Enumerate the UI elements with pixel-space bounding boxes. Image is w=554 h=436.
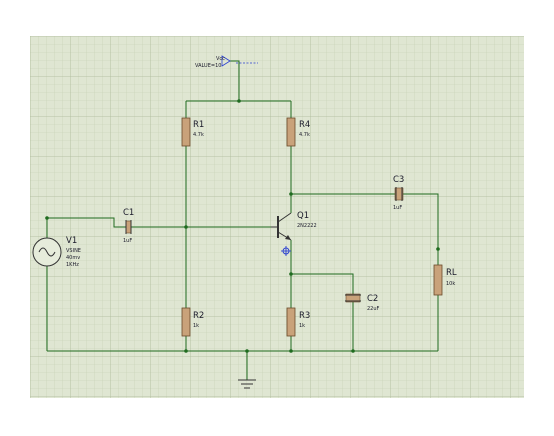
transistor-q1[interactable]: Q1 2N2222 [271, 211, 317, 241]
v1-type: VSINE [66, 248, 81, 254]
sine-wave-icon [38, 247, 56, 257]
resistor-r2[interactable]: R2 1k [181, 307, 204, 337]
capacitor-c1[interactable]: C1 1uF [123, 208, 134, 244]
resistor-r4[interactable]: R4 4.7k [286, 117, 310, 147]
v1-name: V1 [66, 236, 77, 246]
c3-name: C3 [393, 175, 404, 185]
r1-value: 4.7k [193, 132, 204, 138]
c1-name: C1 [123, 208, 134, 218]
sine-source-v1[interactable]: V1 VSINE 40mv 1KHz [32, 236, 81, 268]
r3-name: R3 [299, 311, 310, 321]
r3-value: 1k [299, 323, 305, 329]
c1-value: 1uF [123, 238, 132, 244]
vcc-terminal[interactable]: Vcc VALUE=10 [195, 55, 258, 69]
capacitor-c3[interactable]: C3 1uF [393, 175, 404, 211]
q1-value: 2N2222 [297, 223, 317, 229]
r4-name: R4 [299, 120, 310, 130]
junction-dots [45, 99, 440, 353]
q1-name: Q1 [297, 211, 309, 221]
r2-value: 1k [193, 323, 199, 329]
rl-name: RL [446, 268, 457, 278]
c3-value: 1uF [393, 205, 402, 211]
v1-frequency: 1KHz [66, 262, 79, 268]
c2-name: C2 [367, 294, 378, 304]
r4-value: 4.7k [299, 132, 310, 138]
capacitor-c2[interactable]: C2 22uF [345, 293, 380, 312]
resistor-r1[interactable]: R1 4.7k [181, 117, 204, 147]
r1-name: R1 [193, 120, 204, 130]
ground-icon[interactable] [238, 379, 256, 389]
rl-value: 10k [446, 281, 455, 287]
vcc-value: VALUE=10 [195, 63, 221, 69]
vcc-name: Vcc [216, 56, 225, 62]
r2-name: R2 [193, 311, 204, 321]
probe-icon[interactable] [281, 246, 291, 256]
resistor-r3[interactable]: R3 1k [286, 307, 310, 337]
c2-value: 22uF [367, 306, 380, 312]
resistor-rl[interactable]: RL 10k [433, 264, 457, 296]
v1-amplitude: 40mv [66, 255, 80, 261]
